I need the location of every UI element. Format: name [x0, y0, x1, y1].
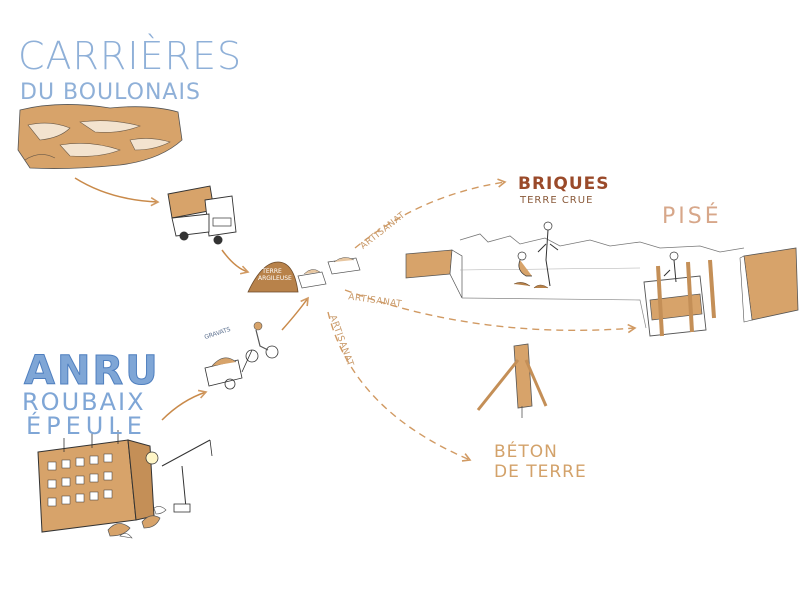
clay-pile-icon	[247, 261, 299, 293]
carrieres-title: CARRIÈRES	[18, 34, 243, 78]
terre-argileuse-label: TERRE ARGILEUSE	[258, 268, 292, 282]
crane-icon	[161, 439, 213, 513]
pise-title: PISÉ	[662, 204, 722, 229]
arrow-bike-to-trays	[281, 296, 309, 331]
construction-site-illustration	[405, 221, 799, 337]
anru-district: ÉPEULE	[26, 412, 147, 440]
arrow-to-briques	[354, 178, 507, 249]
beton-title: BÉTON	[494, 442, 558, 462]
bike-trailer-icon	[204, 321, 279, 390]
beton-subtitle: DE TERRE	[494, 462, 587, 482]
carrieres-subtitle: DU BOULONAIS	[20, 80, 201, 105]
rubble-icon	[107, 506, 167, 539]
anru-title: ANRU	[24, 348, 160, 395]
briques-subtitle: TERRE CRUE	[520, 195, 594, 206]
building-illustration	[37, 430, 159, 533]
quarry-illustration	[17, 104, 183, 169]
truck-icon	[167, 185, 237, 245]
briques-title: BRIQUES	[518, 174, 610, 194]
arrow-building-to-bike	[161, 389, 208, 421]
mixing-trays-icon	[297, 257, 361, 289]
arrow-truck-to-pile	[221, 249, 250, 275]
arrow-quarry-to-truck	[74, 177, 160, 207]
arrow-to-beton	[327, 311, 472, 462]
formwork-tripod-icon	[476, 343, 548, 418]
arrow-to-pise	[344, 289, 637, 334]
anru-city: ROUBAIX	[22, 388, 146, 416]
